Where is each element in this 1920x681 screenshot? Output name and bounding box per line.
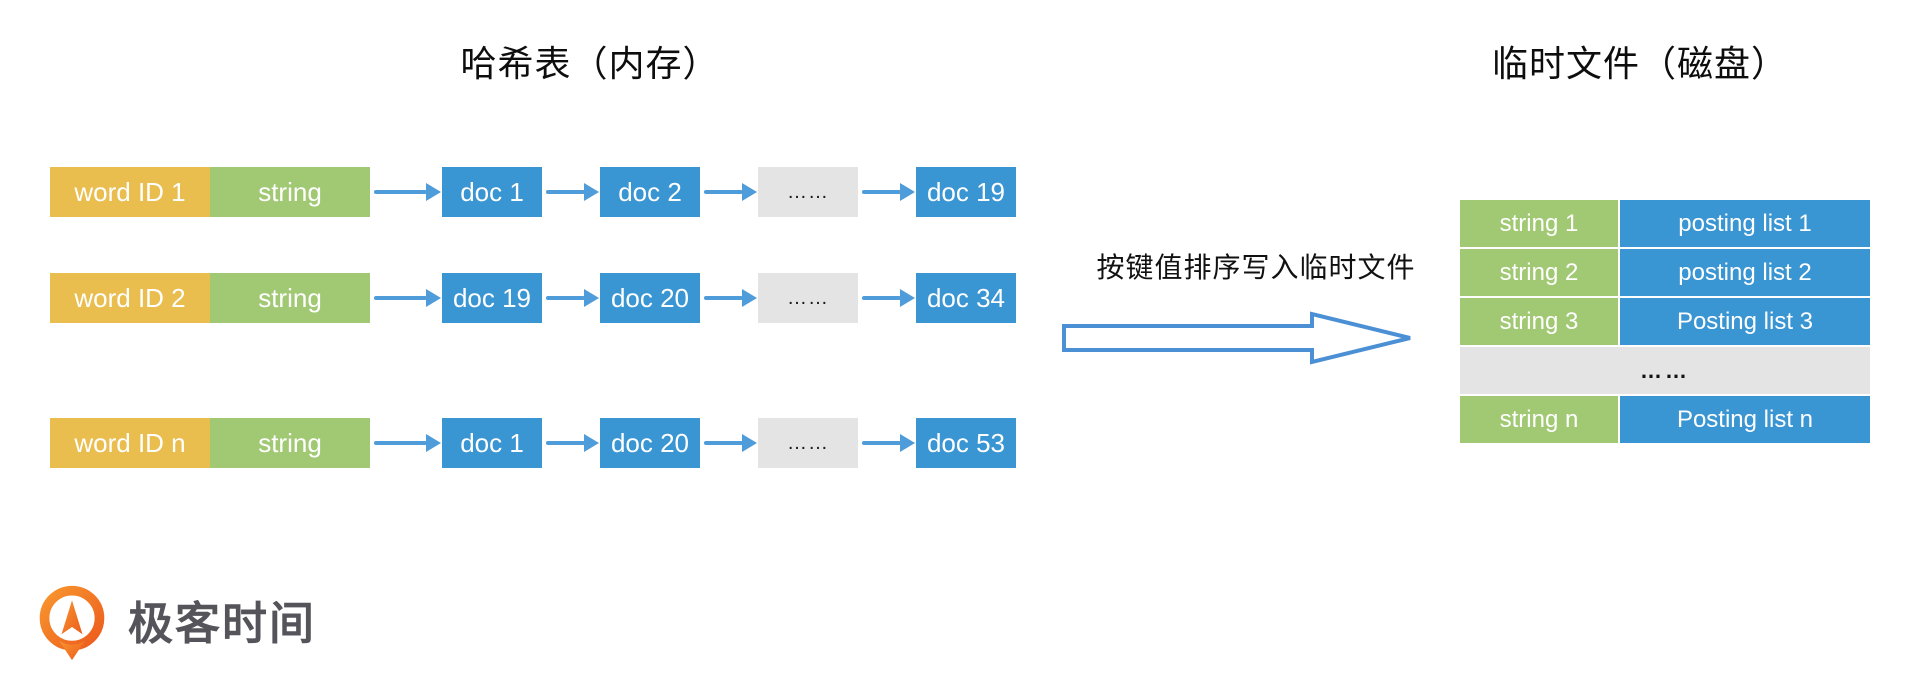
geektime-logo: 极客时间 <box>30 584 316 662</box>
string-cell: string <box>210 418 370 468</box>
table-row: …… <box>1460 347 1870 394</box>
hash-row: word ID 2 string doc 19 doc 20 …… doc 34 <box>50 273 1016 323</box>
link-arrow-icon <box>542 167 600 217</box>
posting-list-cell: posting list 1 <box>1620 200 1870 247</box>
link-arrow-icon <box>858 273 916 323</box>
table-row: string 3 Posting list 3 <box>1460 298 1870 345</box>
ellipsis-cell: …… <box>758 418 858 468</box>
ellipsis-cell: …… <box>1460 347 1870 394</box>
transfer-arrow-icon <box>1062 311 1411 365</box>
doc-cell: doc 19 <box>442 273 542 323</box>
word-id-cell: word ID 1 <box>50 167 210 217</box>
doc-cell: doc 1 <box>442 167 542 217</box>
link-arrow-icon <box>370 167 442 217</box>
string-cell: string 3 <box>1460 298 1618 345</box>
link-arrow-icon <box>370 273 442 323</box>
doc-cell: doc 20 <box>600 418 700 468</box>
link-arrow-icon <box>858 167 916 217</box>
geektime-logo-icon <box>39 585 105 661</box>
doc-cell: doc 53 <box>916 418 1016 468</box>
hash-row: word ID 1 string doc 1 doc 2 …… doc 19 <box>50 167 1016 217</box>
string-cell: string n <box>1460 396 1618 443</box>
posting-list-cell: Posting list n <box>1620 396 1870 443</box>
link-arrow-icon <box>700 273 758 323</box>
table-row: string 2 posting list 2 <box>1460 249 1870 296</box>
word-id-cell: word ID 2 <box>50 273 210 323</box>
link-arrow-icon <box>370 418 442 468</box>
doc-cell: doc 19 <box>916 167 1016 217</box>
word-id-cell: word ID n <box>50 418 210 468</box>
link-arrow-icon <box>542 273 600 323</box>
string-cell: string 1 <box>1460 200 1618 247</box>
string-cell: string <box>210 167 370 217</box>
temp-file-title: 临时文件（磁盘） <box>1491 43 1788 84</box>
hash-table-title: 哈希表（内存） <box>460 43 720 84</box>
doc-cell: doc 2 <box>600 167 700 217</box>
ellipsis-cell: …… <box>758 273 858 323</box>
link-arrow-icon <box>700 167 758 217</box>
hash-row: word ID n string doc 1 doc 20 …… doc 53 <box>50 418 1016 468</box>
table-row: string 1 posting list 1 <box>1460 200 1870 247</box>
table-row: string n Posting list n <box>1460 396 1870 443</box>
transfer-label: 按键值排序写入临时文件 <box>1096 252 1416 283</box>
link-arrow-icon <box>700 418 758 468</box>
posting-list-cell: Posting list 3 <box>1620 298 1870 345</box>
doc-cell: doc 34 <box>916 273 1016 323</box>
geektime-logo-text: 极客时间 <box>128 597 317 649</box>
string-cell: string <box>210 273 370 323</box>
link-arrow-icon <box>858 418 916 468</box>
doc-cell: doc 20 <box>600 273 700 323</box>
string-cell: string 2 <box>1460 249 1618 296</box>
ellipsis-cell: …… <box>758 167 858 217</box>
doc-cell: doc 1 <box>442 418 542 468</box>
link-arrow-icon <box>542 418 600 468</box>
temp-file-table: string 1 posting list 1 string 2 posting… <box>1460 200 1870 445</box>
posting-list-cell: posting list 2 <box>1620 249 1870 296</box>
